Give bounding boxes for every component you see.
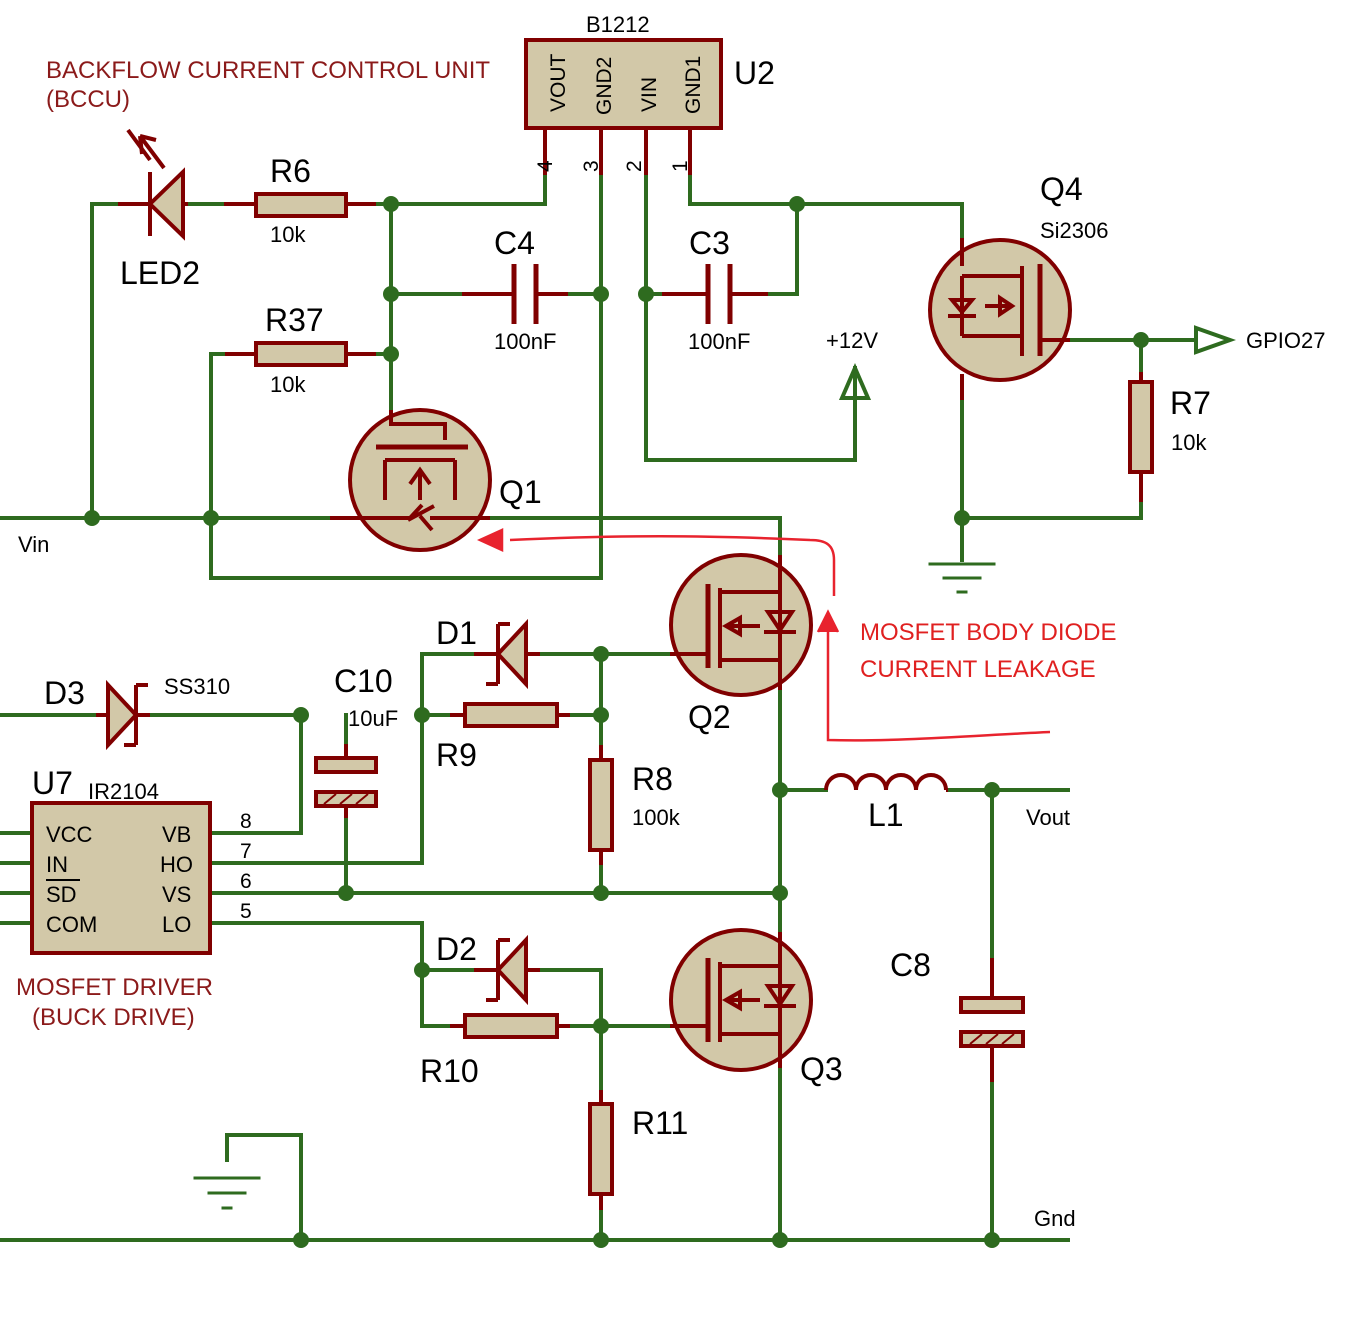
u2-pin-num-2: 2 xyxy=(623,160,646,172)
d2-ref: D2 xyxy=(436,931,477,967)
r7-resistor: R7 10k xyxy=(1128,372,1211,502)
q1-mosfet: Q1 xyxy=(330,408,542,552)
r37-value: 10k xyxy=(270,372,306,397)
l1-ref: L1 xyxy=(868,797,904,833)
r6-ref: R6 xyxy=(270,153,311,189)
c10-ref: C10 xyxy=(334,663,393,699)
u7-pin-num-6: 6 xyxy=(240,870,252,893)
r8-resistor: R8 100k xyxy=(588,745,681,865)
u7-pin-lo: LO xyxy=(162,912,191,937)
u2-pin-gnd1: GND1 xyxy=(682,56,705,114)
r37-ref: R37 xyxy=(265,302,324,338)
d1-ref: D1 xyxy=(436,615,477,651)
u2-pin-vout: VOUT xyxy=(547,53,570,112)
vout-label: Vout xyxy=(1026,805,1070,830)
r6-resistor: R6 10k xyxy=(224,153,376,247)
c4-ref: C4 xyxy=(494,225,535,261)
u7-part: IR2104 xyxy=(88,779,159,804)
u2-pin-num-1: 1 xyxy=(669,160,692,172)
d3-value: SS310 xyxy=(164,674,230,699)
c10-capacitor: C10 10uF xyxy=(314,663,398,818)
v12-label: +12V xyxy=(826,328,878,353)
q3-ref: Q3 xyxy=(800,1051,843,1087)
u7-mosfet-driver: VCC IN SD COM VB HO VS LO 8 7 6 5 U7 IR2… xyxy=(30,765,252,955)
r6-value: 10k xyxy=(270,222,306,247)
r7-value: 10k xyxy=(1171,430,1207,455)
q1-ref: Q1 xyxy=(499,474,542,510)
u2-pin-num-3: 3 xyxy=(580,160,603,172)
u2-pin-vin: VIN xyxy=(638,77,661,112)
bccu-title-line1: BACKFLOW CURRENT CONTROL UNIT xyxy=(46,57,490,84)
u2-pin-gnd2: GND2 xyxy=(593,57,616,115)
gpio27-label: GPIO27 xyxy=(1246,328,1325,353)
u7-pin-com: COM xyxy=(46,912,97,937)
c8-ref: C8 xyxy=(890,947,931,983)
bccu-title-line2: (BCCU) xyxy=(46,86,130,113)
q3-mosfet: Q3 xyxy=(669,928,843,1087)
d1-diode: D1 xyxy=(436,615,540,690)
u2-ref: U2 xyxy=(734,55,775,91)
c3-capacitor: C3 100nF xyxy=(662,225,768,354)
u7-pin-vs: VS xyxy=(162,882,191,907)
u7-ref: U7 xyxy=(32,765,73,801)
u2-part: B1212 xyxy=(586,12,650,37)
q4-value: Si2306 xyxy=(1040,218,1109,243)
driver-title-line1: MOSFET DRIVER xyxy=(16,974,213,1001)
ground-symbol-q4 xyxy=(928,562,996,594)
c3-value: 100nF xyxy=(688,329,750,354)
junctions xyxy=(84,196,1149,1248)
u7-pin-sd: SD xyxy=(46,882,77,907)
u7-pin-num-5: 5 xyxy=(240,900,252,923)
annotation-line2: CURRENT LEAKAGE xyxy=(860,656,1096,683)
q4-ref: Q4 xyxy=(1040,171,1083,207)
r37-resistor: R37 10k xyxy=(225,302,376,397)
r10-resistor: R10 xyxy=(420,1013,570,1089)
l1-inductor: L1 xyxy=(824,773,948,833)
r11-resistor: R11 xyxy=(588,1090,688,1210)
ground-symbol-driver xyxy=(193,1176,261,1210)
led2: LED2 xyxy=(118,128,200,291)
c10-value: 10uF xyxy=(348,706,398,731)
c4-value: 100nF xyxy=(494,329,556,354)
c8-capacitor: C8 xyxy=(890,947,1025,1082)
u7-pin-num-8: 8 xyxy=(240,810,252,833)
u7-pin-vb: VB xyxy=(162,822,191,847)
vin-label: Vin xyxy=(18,532,49,557)
led2-ref: LED2 xyxy=(120,255,200,291)
r10-ref: R10 xyxy=(420,1053,479,1089)
v12-rail-symbol: +12V xyxy=(826,328,878,422)
r7-ref: R7 xyxy=(1170,385,1211,421)
u7-pin-ho: HO xyxy=(160,852,193,877)
q4-mosfet: Q4 Si2306 xyxy=(928,171,1109,400)
r8-value: 100k xyxy=(632,805,681,830)
u7-pin-in: IN xyxy=(46,852,68,877)
r11-ref: R11 xyxy=(632,1105,688,1141)
u2-dcdc-module: VOUT GND2 VIN GND1 4 3 2 1 B1212 U2 xyxy=(524,12,775,175)
leakage-annotation: MOSFET BODY DIODE CURRENT LEAKAGE xyxy=(476,528,1117,742)
c3-ref: C3 xyxy=(689,225,730,261)
q2-ref: Q2 xyxy=(688,699,731,735)
d2-diode: D2 xyxy=(436,931,540,1006)
annotation-line1: MOSFET BODY DIODE xyxy=(860,619,1117,646)
q2-mosfet: Q2 xyxy=(669,553,813,735)
driver-title-line2: (BUCK DRIVE) xyxy=(32,1004,195,1031)
d3-diode: D3 SS310 xyxy=(44,674,230,751)
gpio27-port: GPIO27 xyxy=(1194,325,1325,355)
r8-ref: R8 xyxy=(632,761,673,797)
u7-pin-vcc: VCC xyxy=(46,822,93,847)
r9-resistor: R9 xyxy=(436,702,570,773)
u7-pin-num-7: 7 xyxy=(240,840,252,863)
r9-ref: R9 xyxy=(436,737,477,773)
u2-pin-num-4: 4 xyxy=(534,160,557,172)
d3-ref: D3 xyxy=(44,675,85,711)
gnd-label: Gnd xyxy=(1034,1206,1076,1231)
c4-capacitor: C4 100nF xyxy=(462,225,568,354)
